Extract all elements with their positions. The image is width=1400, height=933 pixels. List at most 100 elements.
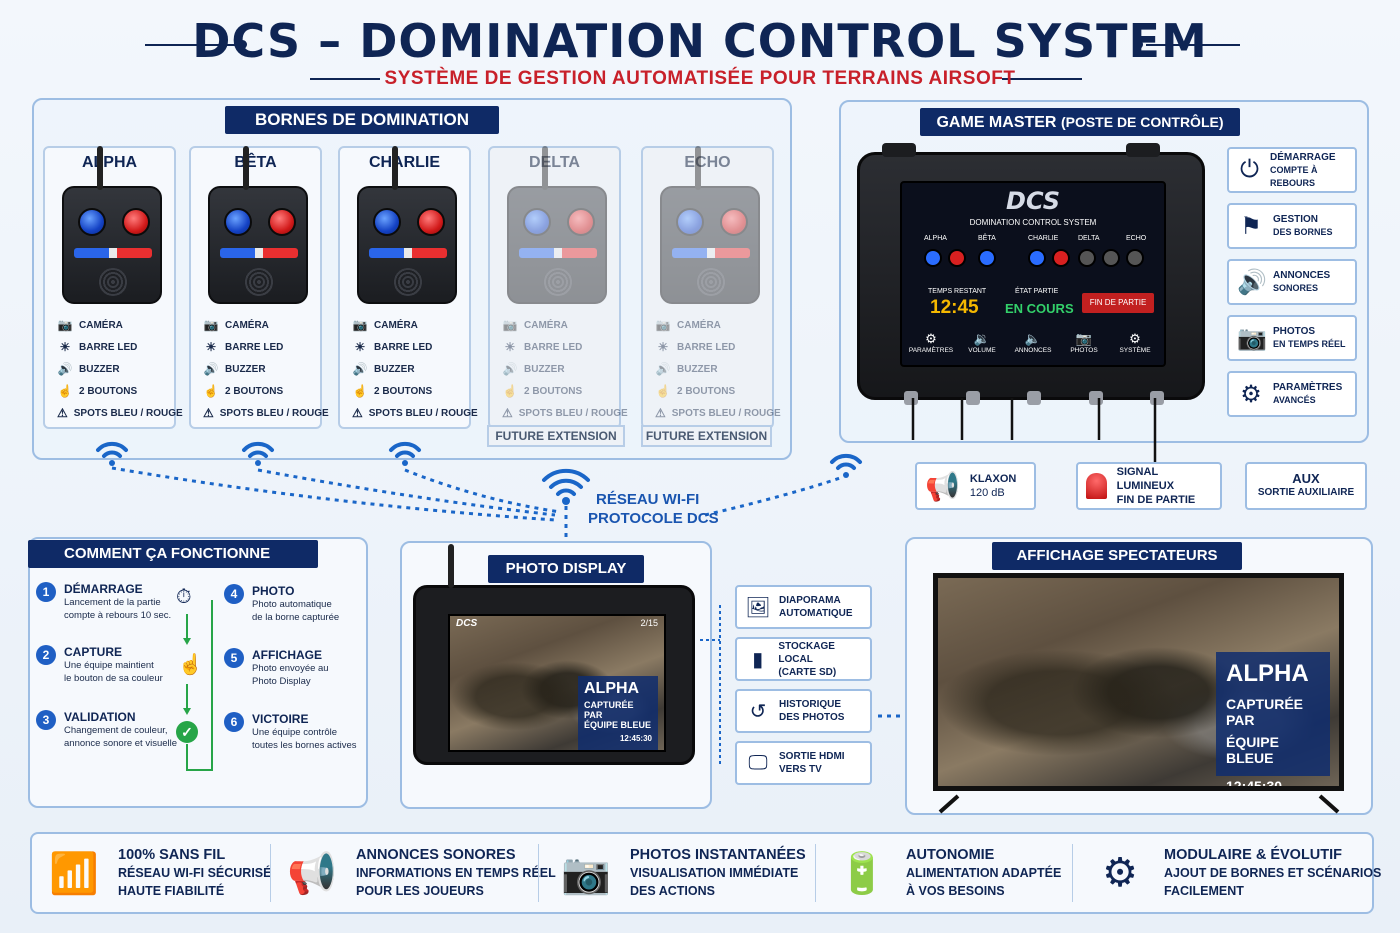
node-2[interactable]: BÊTA📷CAMÉRA☀BARRE LED🔊BUZZER☝2 BOUTONS⚠S… — [189, 146, 329, 429]
pd-button-l2: DES PHOTOS — [779, 712, 845, 723]
blue-button — [224, 208, 252, 236]
buttons-icon: ☝ — [57, 384, 73, 398]
spectators-label: AFFICHAGE SPECTATEURS — [992, 542, 1242, 570]
node-3[interactable]: CHARLIE📷CAMÉRA☀BARRE LED🔊BUZZER☝2 BOUTON… — [338, 146, 478, 429]
tablet-overlay: ALPHA CAPTURÉE PAR ÉQUIPE BLEUE 12:45:30 — [578, 676, 658, 750]
feature-separator — [815, 844, 816, 902]
gm-tab[interactable]: 📷PHOTOS — [1059, 331, 1109, 354]
pd-button-l1: DIAPORAMA — [779, 595, 841, 606]
feature-row: 📷CAMÉRA — [655, 314, 775, 336]
gm-tab[interactable]: 🔈ANNONCES — [1008, 331, 1058, 354]
node-device — [660, 146, 760, 304]
step-desc-1: Une équipe maintient — [64, 660, 154, 671]
gm-zone-light — [1078, 249, 1096, 267]
gm-screen-system-name: DOMINATION CONTROL SYSTEM — [969, 218, 1097, 227]
gm-zone-light — [1028, 249, 1046, 267]
battery-icon: 🔋 — [837, 851, 887, 896]
tv-overlay: ALPHA CAPTURÉE PAR ÉQUIPE BLEUE 12:45:30 — [1216, 652, 1330, 786]
feature-separator — [270, 844, 271, 902]
node-4[interactable]: DELTA📷CAMÉRA☀BARRE LED🔊BUZZER☝2 BOUTONS⚠… — [488, 146, 628, 429]
step-desc-2: toutes les bornes actives — [252, 740, 357, 751]
led-bar — [519, 248, 597, 258]
step-title: VALIDATION — [64, 710, 136, 724]
node-1[interactable]: ALPHA📷CAMÉRA☀BARRE LED🔊BUZZER☝2 BOUTONS⚠… — [43, 146, 183, 429]
blue-button — [78, 208, 106, 236]
subtitle-line-right — [1002, 78, 1082, 80]
camera-icon: 📷 — [352, 318, 368, 332]
tv-time: 12:45:30 — [1226, 778, 1283, 791]
feature-line-1: INFORMATIONS EN TEMPS RÉEL — [356, 866, 556, 880]
case-connectors — [904, 391, 1164, 405]
gm-zone-light — [1126, 249, 1144, 267]
feature-label: BARRE LED — [374, 341, 433, 353]
gm-end-button[interactable]: FIN DE PARTIE — [1082, 293, 1154, 313]
feature-line-1: RÉSEAU WI-FI SÉCURISÉ — [118, 866, 272, 880]
header-deco-left — [145, 44, 235, 46]
gm-tab[interactable]: ⚙SYSTÈME — [1110, 331, 1160, 354]
pd-button-l2: (CARTE SD) — [778, 666, 837, 678]
feature-row: ☝2 BOUTONS — [502, 380, 622, 402]
feature-label: BARRE LED — [225, 341, 284, 353]
gm-tab[interactable]: 🔉VOLUME — [957, 331, 1007, 354]
led-icon: ☀ — [504, 340, 516, 354]
pd-button[interactable]: ▮STOCKAGE LOCAL(CARTE SD) — [735, 637, 872, 681]
gear-icon: ⚙ — [1102, 851, 1138, 895]
feature-row: ⚠SPOTS BLEU / ROUGE — [203, 402, 329, 424]
gm-tab-label: SYSTÈME — [1119, 347, 1151, 354]
header-deco-right-dot — [1134, 40, 1143, 49]
feature-label: BARRE LED — [524, 341, 583, 353]
spot-icon: ⚠ — [502, 406, 513, 420]
step-desc-2: le bouton de sa couleur — [64, 673, 163, 684]
spot-icon: ⚠ — [57, 406, 68, 420]
volume-icon: 🔉 — [973, 331, 991, 346]
antenna-icon — [695, 146, 701, 190]
feature-label: CAMÉRA — [374, 319, 418, 331]
gm-side-l1: GESTION — [1273, 214, 1319, 225]
network-label-2: PROTOCOLE DCS — [588, 510, 719, 527]
speaker-grille — [696, 268, 726, 296]
header-deco-right — [1146, 44, 1240, 46]
announce-icon: 🔈 — [1024, 331, 1042, 346]
node-5[interactable]: ECHO📷CAMÉRA☀BARRE LED🔊BUZZER☝2 BOUTONS⚠S… — [641, 146, 781, 429]
red-button — [122, 208, 150, 236]
aux-sub: SORTIE AUXILIAIRE — [1257, 487, 1355, 498]
klaxon-sub: 120 dB — [969, 487, 1005, 499]
led-bar — [672, 248, 750, 258]
red-button — [268, 208, 296, 236]
feature-row: 📷CAMÉRA — [502, 314, 622, 336]
feature-separator — [538, 844, 539, 902]
camera-icon: 📷 — [561, 851, 611, 896]
gm-tab[interactable]: ⚙PARAMÈTRES — [906, 331, 956, 354]
gm-time-value: 12:45 — [930, 297, 979, 318]
power-icon: ⏻ — [1240, 156, 1259, 183]
feature-label: SPOTS BLEU / ROUGE — [671, 407, 781, 419]
pd-button-l1: STOCKAGE LOCAL — [778, 640, 835, 665]
gm-side-l1: DÉMARRAGE — [1270, 151, 1336, 163]
tablet-antenna — [448, 544, 454, 588]
gm-zone-light — [1102, 249, 1120, 267]
feature-row: 🔊BUZZER — [57, 358, 177, 380]
